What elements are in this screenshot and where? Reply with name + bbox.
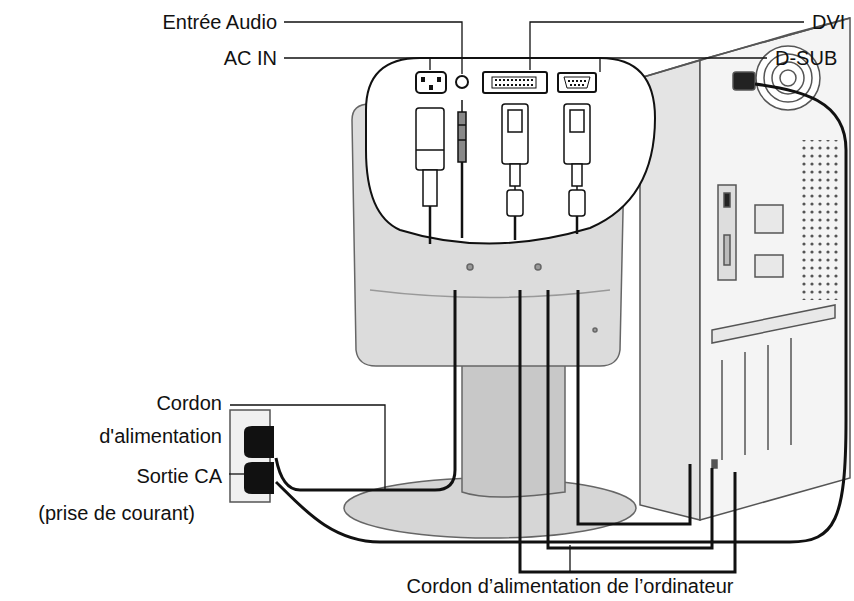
ac-in-socket — [429, 85, 433, 90]
power-plug — [416, 149, 444, 151]
cables — [548, 290, 712, 548]
leader-lines — [600, 58, 767, 72]
dvi-plug — [508, 110, 522, 132]
dvi-plug — [514, 216, 517, 240]
audio-plug — [461, 100, 463, 112]
label-line: Sortie CA — [38, 458, 222, 495]
ac-in-socket — [416, 72, 446, 93]
leader-lines — [530, 22, 804, 70]
monitor — [370, 290, 610, 298]
connector-panel — [366, 58, 655, 244]
computer-tower — [724, 235, 730, 265]
dvi-plug — [507, 190, 523, 216]
dvi-socket — [483, 72, 547, 93]
dvi-socket — [495, 79, 533, 81]
computer-tower — [755, 205, 783, 233]
d-sub-socket — [558, 73, 596, 92]
cables — [276, 84, 846, 542]
d-sub-plug — [576, 216, 579, 234]
d-sub-plug — [572, 164, 582, 186]
audio-plug — [458, 100, 466, 238]
power-plug — [416, 108, 444, 170]
wall-outlet — [244, 426, 274, 458]
cables — [276, 84, 846, 572]
label-line: (prise de courant) — [38, 495, 222, 532]
computer-tower — [712, 305, 835, 343]
label-line: d'alimentation — [99, 420, 222, 453]
ac-in-socket — [416, 72, 446, 93]
ac-in-socket — [421, 77, 425, 82]
monitor — [467, 264, 473, 270]
computer-tower — [640, 18, 850, 520]
dvi-plug — [502, 104, 528, 240]
computer-tower — [790, 338, 792, 445]
d-sub-plug — [576, 186, 578, 190]
dvi-socket — [492, 77, 536, 88]
computer-power-cord-label: Cordon d’alimentation de l’ordinateur — [407, 574, 734, 598]
audio-plug — [458, 124, 466, 126]
d-sub-label: D-SUB — [775, 46, 837, 70]
ac-in-socket — [437, 77, 441, 82]
outlet-label: Sortie CA (prise de courant) — [38, 458, 222, 532]
power-plug — [416, 108, 444, 244]
wall-outlet — [244, 462, 274, 494]
monitor — [462, 360, 565, 497]
dvi-plug — [514, 186, 516, 190]
d-sub-plug — [569, 190, 585, 216]
connector-panel — [366, 58, 655, 244]
cables — [276, 290, 455, 490]
d-sub-socket — [568, 80, 586, 82]
dvi-socket — [483, 72, 547, 93]
dvi-plug — [502, 104, 528, 164]
power-plug — [429, 206, 432, 244]
ac-in-label: AC IN — [224, 46, 277, 70]
computer-tower — [718, 185, 736, 280]
audio-input-label: Entrée Audio — [162, 10, 277, 34]
computer-tower — [767, 345, 769, 450]
power-cord-label: Cordon d'alimentation — [99, 387, 222, 453]
cables — [578, 290, 690, 524]
d-sub-socket — [564, 77, 590, 88]
leader-lines — [284, 58, 430, 70]
audio-plug — [458, 139, 466, 141]
d-sub-plug — [564, 104, 590, 234]
d-sub-socket — [570, 84, 584, 86]
computer-tower — [744, 352, 746, 455]
monitor — [593, 328, 597, 332]
leader-lines — [230, 405, 385, 490]
dvi-label: DVI — [812, 10, 845, 34]
cables — [520, 290, 735, 572]
monitor — [535, 264, 541, 270]
audio-plug — [458, 112, 466, 162]
power-plug — [423, 170, 437, 206]
computer-tower — [724, 193, 730, 207]
leader-lines — [284, 22, 462, 74]
wall-outlet — [230, 410, 274, 502]
computer-tower — [780, 70, 796, 86]
dvi-plug — [510, 164, 520, 186]
audio-jack — [456, 76, 468, 88]
d-sub-socket — [558, 73, 596, 92]
leader-lines — [229, 22, 804, 572]
d-sub-plug — [570, 110, 584, 132]
leader-lines — [229, 473, 248, 474]
label-line: Cordon — [99, 387, 222, 420]
computer-tower — [700, 18, 850, 520]
dvi-socket — [495, 84, 533, 86]
computer-tower — [800, 140, 840, 300]
leader-lines — [569, 545, 570, 572]
computer-tower — [755, 255, 783, 277]
audio-plug — [461, 162, 464, 238]
computer-tower — [721, 360, 723, 460]
computer-tower — [712, 460, 717, 468]
d-sub-plug — [564, 104, 590, 164]
computer-tower — [733, 72, 755, 90]
